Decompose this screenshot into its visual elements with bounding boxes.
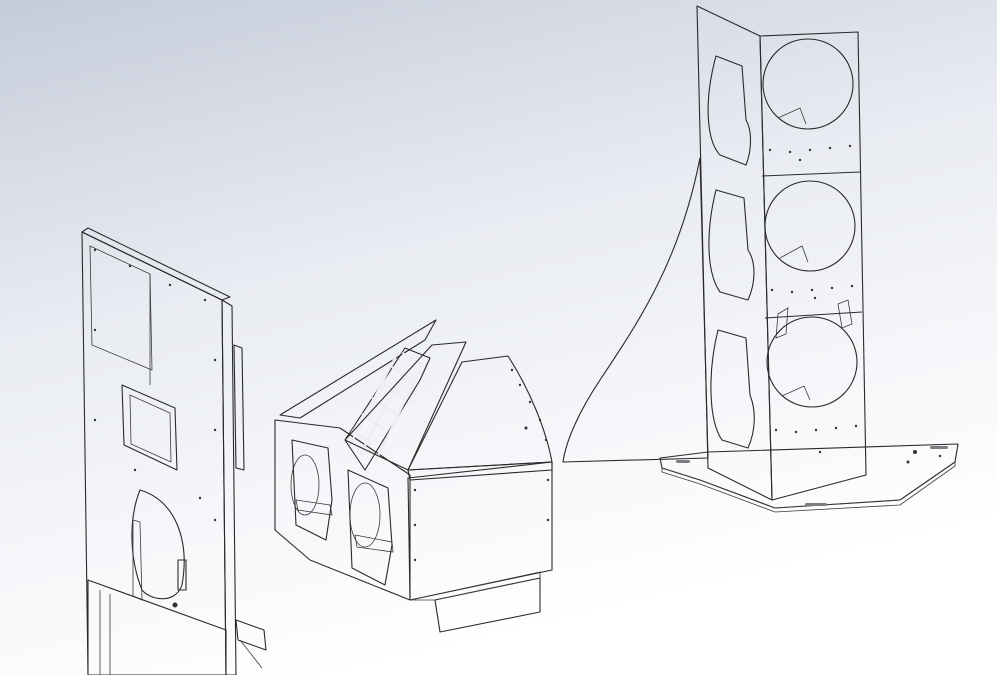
center-hood-panel [407, 355, 553, 471]
left-panel-foot [235, 619, 267, 651]
left-panel-cover-plate [89, 245, 153, 371]
tower-speaker-hole-2 [764, 180, 856, 272]
left-panel-holes [93, 248, 217, 608]
left-panel-base [87, 579, 227, 675]
center-shelf-2 [354, 534, 394, 553]
tower-inner-bracket-3 [781, 385, 811, 401]
tower-dark-cutout-1 [707, 55, 752, 166]
left-panel-top-edge [81, 227, 231, 301]
tower-base-edge [661, 461, 956, 513]
left-panel-window-inner [129, 394, 172, 463]
center-front-box [407, 461, 553, 601]
center-lens-opening-1 [290, 454, 320, 516]
left-panel-model[interactable] [81, 227, 267, 675]
tower-dark-cutout-2 [708, 189, 755, 301]
tower-dark-cutout-3 [710, 329, 755, 449]
center-frame-cutout-1 [291, 439, 333, 541]
tower-side-fin [562, 157, 709, 463]
right-tower-model[interactable] [562, 5, 959, 513]
center-front-box-top [407, 461, 553, 481]
center-lens-opening-2 [349, 482, 381, 548]
tower-front-face [759, 31, 867, 501]
center-holes [413, 368, 550, 562]
center-base-shadow [409, 571, 541, 601]
center-lattice-grid [344, 347, 431, 471]
tower-base-slots [676, 446, 948, 506]
left-panel-side-bracket [233, 344, 245, 471]
left-panel-tab [177, 559, 187, 591]
tower-slot-left [775, 307, 789, 339]
tower-seam-1 [761, 171, 861, 177]
center-top-cover [344, 341, 467, 471]
tower-holes [768, 144, 942, 464]
center-assembly-model[interactable] [274, 319, 553, 633]
tower-speaker-hole-1 [762, 38, 854, 130]
center-lens-plate [279, 319, 437, 419]
left-panel-window [121, 384, 178, 471]
tower-seam-2 [764, 311, 863, 319]
center-frame-cutout-2 [347, 469, 393, 586]
left-panel-strut [239, 639, 263, 669]
tower-slot-right [837, 299, 853, 329]
tower-inner-bracket-2 [779, 245, 809, 263]
left-panel-lens-hole [131, 489, 185, 600]
tower-inner-bracket-1 [777, 107, 807, 125]
tower-speaker-hole-3 [766, 316, 858, 408]
center-shelf-1 [295, 499, 333, 516]
